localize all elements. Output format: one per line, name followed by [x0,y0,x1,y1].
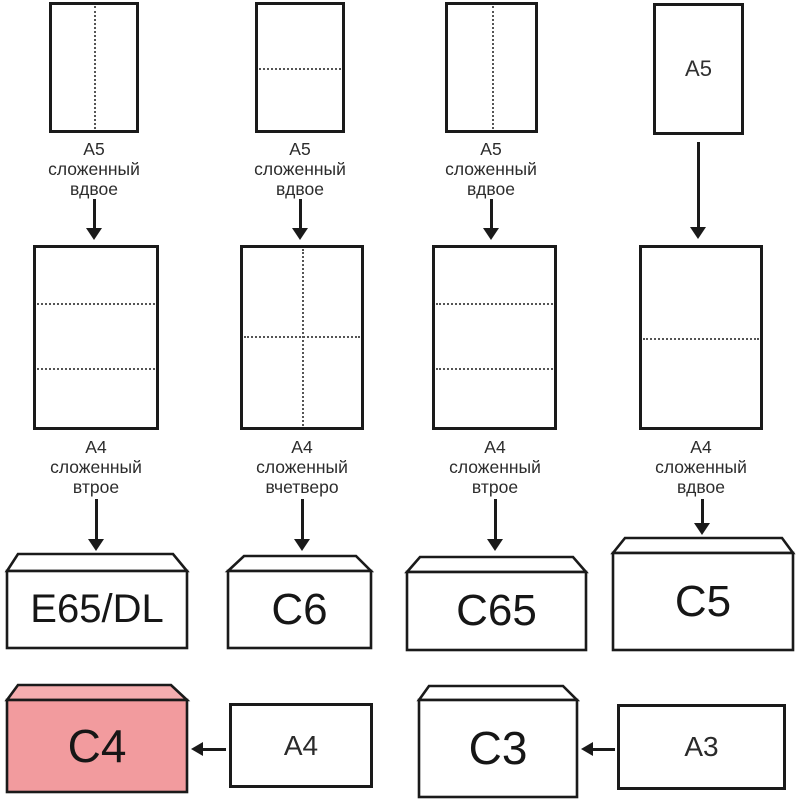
caption-line: A4 [291,437,313,457]
arrow-down-icon [485,499,505,551]
paper-a4-col4 [639,245,763,430]
arrow-down-icon [292,499,312,551]
caption-a5-col3: A5 сложенный вдвое [421,139,561,199]
caption-line: вдвое [467,179,515,199]
caption-line: сложенный [256,457,348,477]
fold-line-horizontal [436,367,553,370]
caption-a4-col1: A4 сложенный втрое [26,437,166,497]
caption-a5-col2: A5 сложенный вдвое [230,139,370,199]
fold-line-horizontal [643,337,759,340]
caption-line: вдвое [276,179,324,199]
envelope-label: C65 [456,586,537,635]
paper-a4-col3 [432,245,557,430]
arrow-down-icon [692,499,712,535]
arrow-left-icon [191,741,226,757]
paper-a5-col1 [49,2,139,133]
caption-line: вдвое [677,477,725,497]
arrow-down-icon [86,499,106,551]
paper-a5-col2 [255,2,345,133]
fold-line-horizontal [259,67,341,70]
envelope-label: C3 [468,722,528,774]
fold-line-horizontal [37,367,155,370]
envelope-e65dl: E65/DL [4,551,190,651]
paper-label: A4 [283,729,319,761]
caption-line: вчетверо [265,477,339,497]
caption-line: A5 [83,139,105,159]
paper-a5-label: A5 [685,56,712,81]
fold-line-horizontal [37,303,155,306]
caption-line: втрое [471,477,519,497]
envelope-label: E65/DL [30,587,164,631]
paper-label: A3 [684,731,719,762]
envelope-shape [404,555,589,652]
caption-line: A5 [480,139,502,159]
paper-a4-col1 [33,245,159,430]
fold-line-vertical [94,6,96,129]
arrow-down-icon [688,142,708,239]
paper-a5-col4: A5 [653,3,744,135]
paper-a4-col2 [240,245,364,430]
caption-line: сложенный [445,159,537,179]
caption-line: сложенный [655,457,747,477]
envelope-shape [610,536,796,652]
paper-a5-col3 [445,2,538,133]
fold-line-horizontal [436,303,553,306]
caption-line: A4 [484,437,506,457]
fold-line-horizontal [244,335,360,338]
caption-line: A4 [690,437,712,457]
arrow-down-icon [84,199,104,240]
envelope-c4-highlighted: C4 [3,682,191,795]
envelope-label: C6 [271,584,328,634]
caption-line: втрое [72,477,120,497]
envelope-shape [224,554,375,650]
envelope-c3: C3 [415,683,581,799]
caption-a4-col3: A4 сложенный втрое [425,437,565,497]
arrow-down-icon [481,199,501,240]
caption-line: сложенный [48,159,140,179]
fold-line-vertical [491,6,494,129]
arrow-down-icon [290,199,310,240]
caption-a4-col4: A4 сложенный вдвое [631,437,771,497]
caption-a5-col1: A5 сложенный вдвое [24,139,164,199]
caption-a4-col2: A4 сложенный вчетверо [232,437,372,497]
caption-line: сложенный [254,159,346,179]
envelope-shape [4,552,190,650]
caption-line: сложенный [50,457,142,477]
paper-a4-source: A4 [229,703,373,788]
envelope-shape [416,684,581,799]
caption-line: сложенный [449,457,541,477]
envelope-label: C5 [674,576,732,626]
envelope-c6: C6 [224,553,375,651]
caption-line: A4 [85,437,107,457]
envelope-shape [4,683,191,794]
paper-a3-source: A3 [617,704,786,790]
envelope-c5: C5 [609,535,797,653]
envelope-label: C4 [67,720,127,772]
caption-line: A5 [289,139,311,159]
envelope-c65: C65 [403,554,590,653]
caption-line: вдвое [70,179,118,199]
arrow-left-icon [581,741,615,757]
